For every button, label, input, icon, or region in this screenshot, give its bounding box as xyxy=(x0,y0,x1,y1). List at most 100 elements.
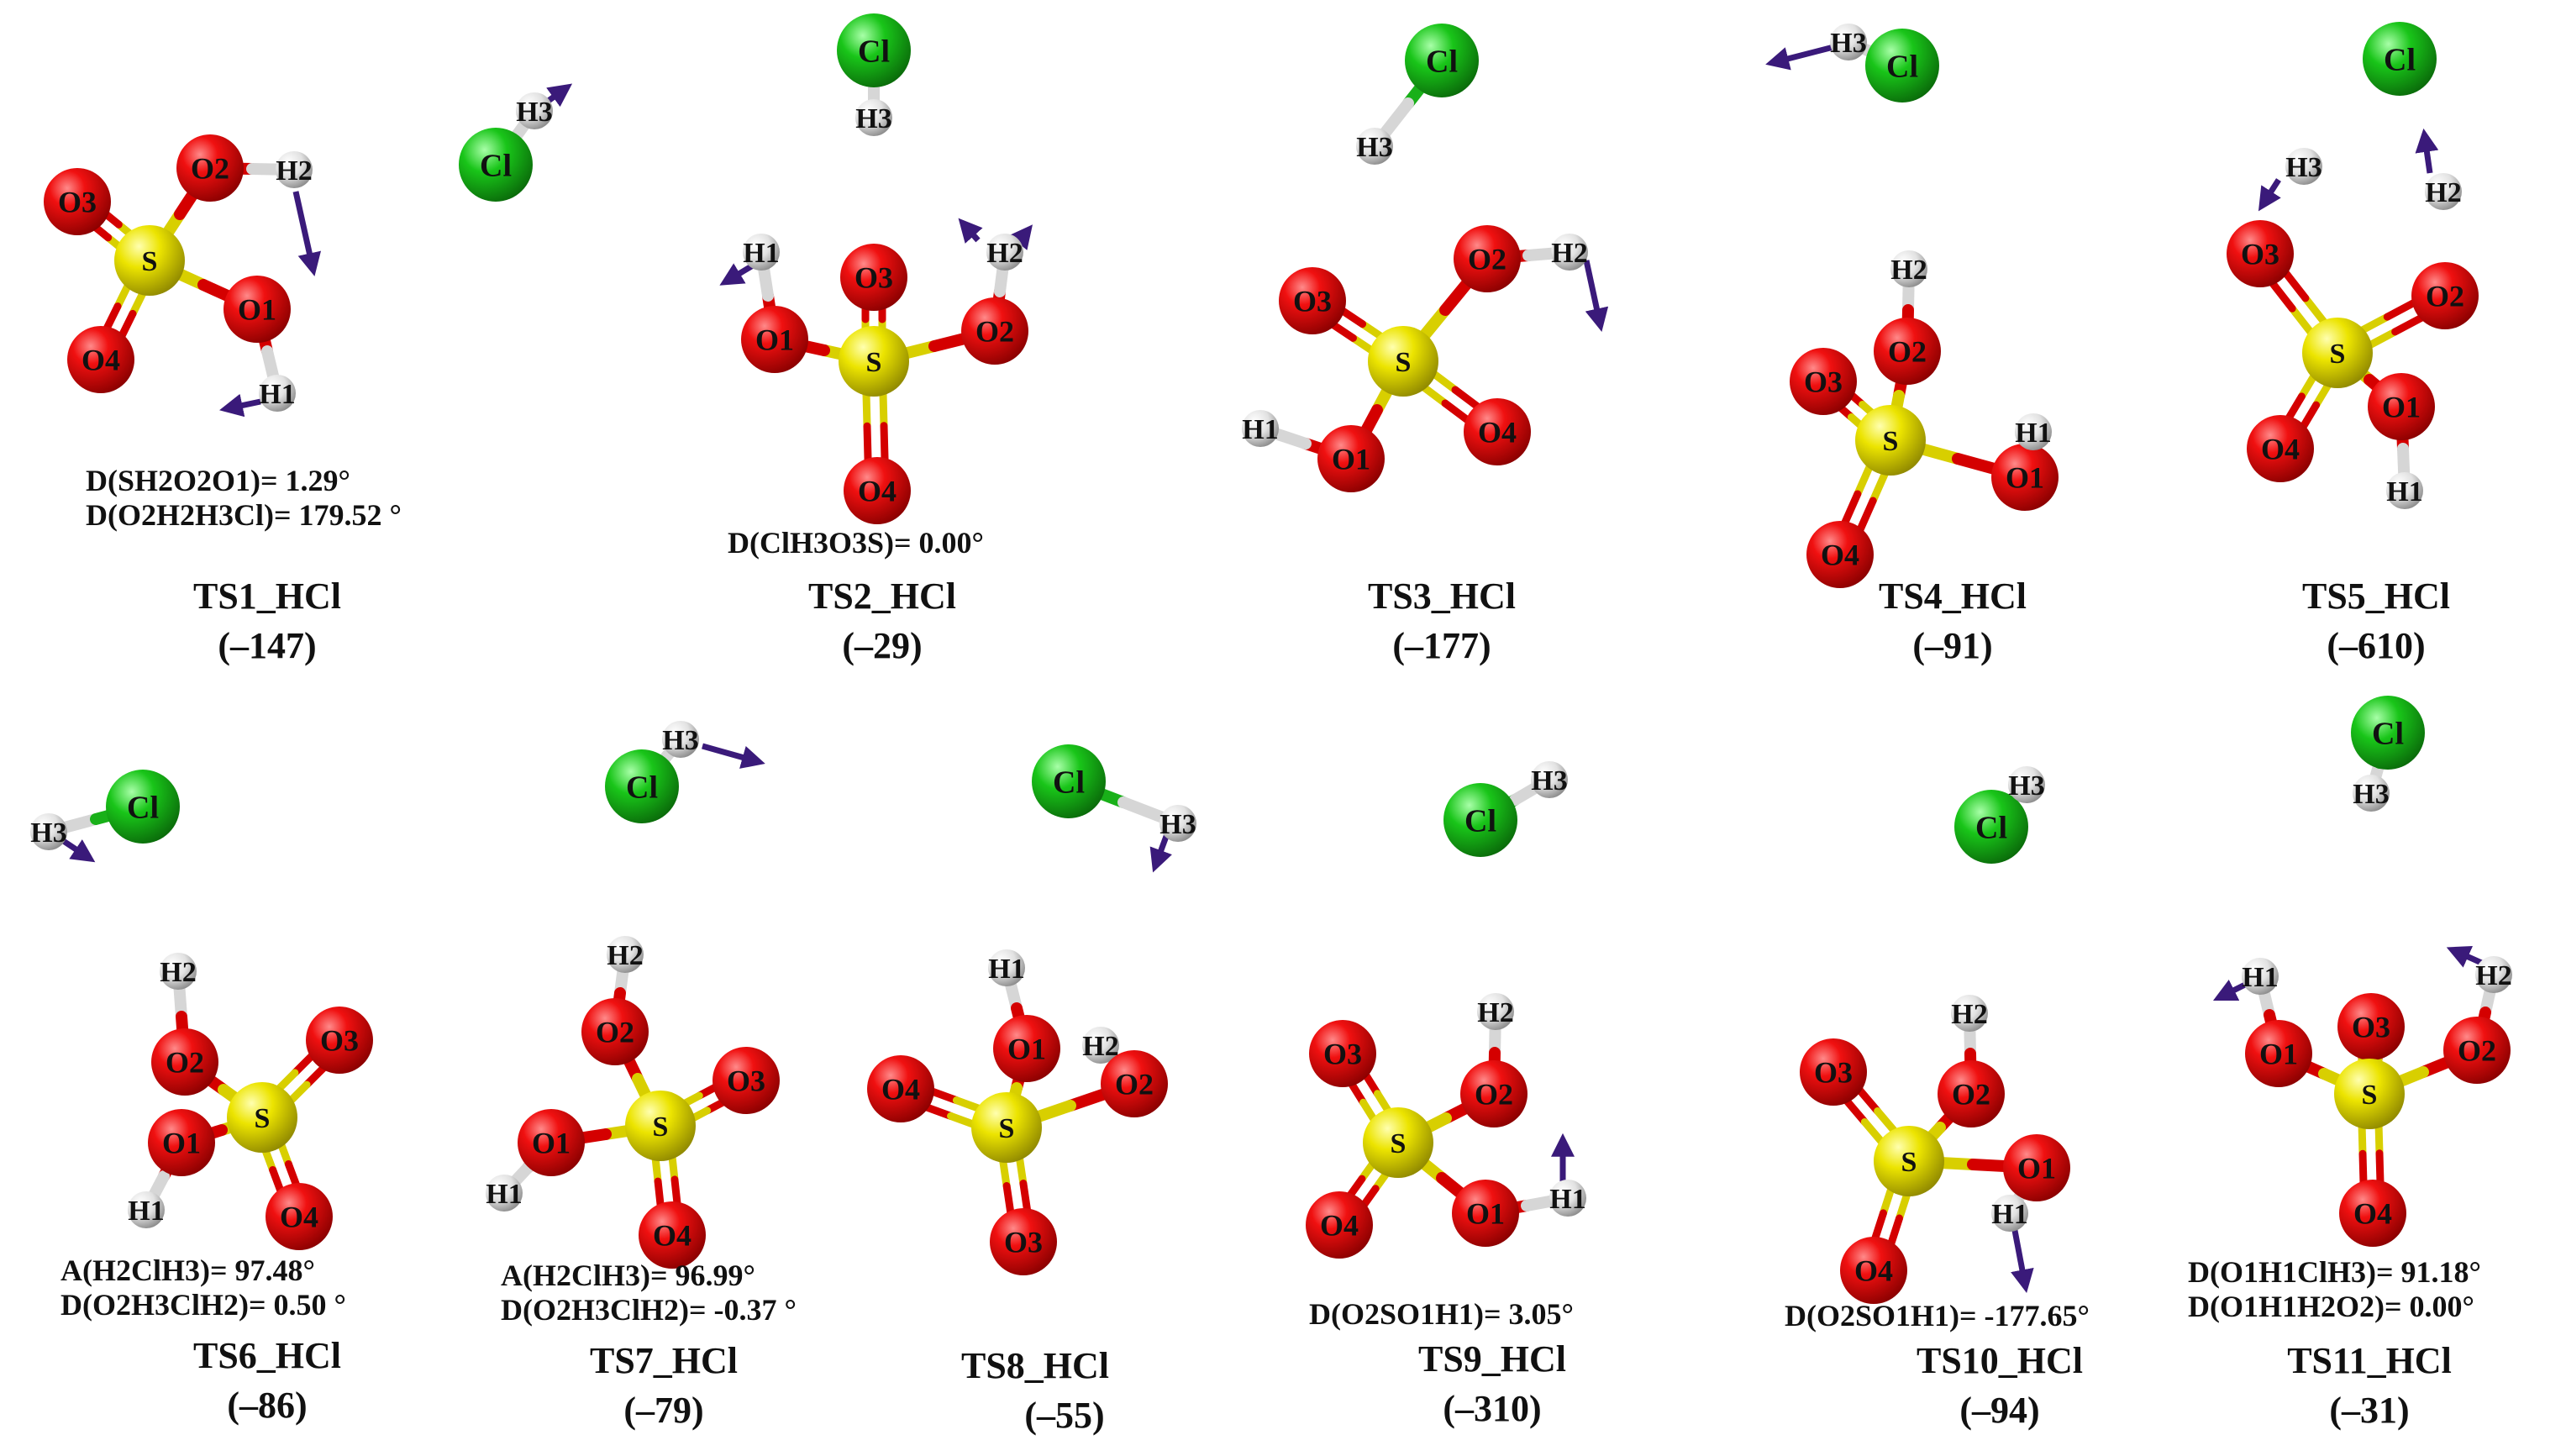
sphere-atom-icon xyxy=(986,234,1023,271)
sphere-atom-icon xyxy=(1830,24,1867,60)
ts11-atom-cl: Cl xyxy=(2351,696,2425,770)
ts3-atom-h3: H3 xyxy=(1356,128,1393,165)
sphere-atom-icon xyxy=(227,1082,297,1153)
atom-label: O2 xyxy=(1468,243,1506,276)
atom-label: O3 xyxy=(727,1064,765,1098)
sphere-atom-icon xyxy=(1938,1060,2005,1127)
sphere-atom-icon xyxy=(1790,348,1857,415)
atom-label: O1 xyxy=(1332,443,1370,476)
ts2-atom-h1: H1 xyxy=(743,234,780,271)
structure-name: TS2_HCl xyxy=(807,576,957,617)
sphere-atom-icon xyxy=(1082,1027,1119,1064)
ts9-atom-h1: H1 xyxy=(1549,1180,1586,1217)
ts2-atom-h2: H2 xyxy=(986,234,1023,271)
atom-label: Cl xyxy=(1464,803,1496,838)
atom-label: O4 xyxy=(1821,539,1859,572)
sphere-atom-icon xyxy=(1991,444,2059,511)
sphere-atom-icon xyxy=(607,936,644,973)
atom-label: H2 xyxy=(1551,238,1587,269)
annotation-line: A(H2ClH3)= 97.48° xyxy=(60,1254,315,1287)
ts11-atom-h2: H2 xyxy=(2475,956,2512,993)
ts6-atom-o1: O1 xyxy=(148,1109,215,1176)
ts8-atom-s: S xyxy=(971,1092,1042,1163)
ts1-title: TS1_HCl (–147) xyxy=(193,571,341,671)
structure-name: TS11_HCl xyxy=(2287,1340,2452,1381)
atom-label: H2 xyxy=(2475,960,2511,991)
atom-label: Cl xyxy=(858,34,890,69)
imaginary-frequency: (–177) xyxy=(1392,625,1491,667)
structure-name: TS3_HCl xyxy=(1367,576,1517,617)
ts3-atom-o3: O3 xyxy=(1279,267,1346,334)
ts4-atom-o1: O1 xyxy=(1991,444,2059,511)
annotation-line: D(O1H1H2O2)= 0.00° xyxy=(2188,1290,2474,1324)
atom-label: O4 xyxy=(2261,433,2300,466)
ts7-atom-s: S xyxy=(625,1091,696,1161)
sphere-atom-icon xyxy=(1865,29,1939,102)
atom-label: H1 xyxy=(486,1179,522,1210)
sphere-atom-icon xyxy=(459,128,533,202)
sphere-atom-icon xyxy=(1460,1060,1528,1127)
sphere-atom-icon xyxy=(1874,318,1941,385)
sphere-atom-icon xyxy=(128,1191,165,1228)
sphere-atom-icon xyxy=(1317,425,1385,492)
atom-label: H3 xyxy=(1531,765,1567,796)
atom-label: Cl xyxy=(1975,810,2007,845)
sphere-atom-icon xyxy=(151,1028,218,1096)
ts7-atom-h2: H2 xyxy=(607,936,644,973)
atom-label: O1 xyxy=(2382,391,2421,424)
annotation-line: D(O2H2H3Cl)= 179.52 ° xyxy=(86,498,402,533)
atom-label: O1 xyxy=(755,323,794,357)
ts4-atom-o2: O2 xyxy=(1874,318,1941,385)
imaginary-frequency: (–310) xyxy=(1443,1388,1542,1430)
atom-label: O3 xyxy=(1804,365,1843,399)
sphere-atom-icon xyxy=(639,1201,706,1269)
atom-label: O3 xyxy=(2241,238,2279,271)
imaginary-frequency: (–610) xyxy=(2327,625,2426,667)
sphere-atom-icon xyxy=(44,168,111,235)
atom-label: S xyxy=(866,347,882,378)
ts1-atom-h1: H1 xyxy=(259,375,296,412)
atom-label: S xyxy=(1901,1147,1917,1178)
ts10-atom-cl: Cl xyxy=(1954,790,2028,864)
sphere-atom-icon xyxy=(1840,1237,1907,1304)
atom-label: S xyxy=(2330,339,2346,370)
displacement-arrow-icon xyxy=(292,191,322,276)
annotation-line: D(SH2O2O1)= 1.29° xyxy=(86,464,350,497)
sphere-atom-icon xyxy=(276,151,313,188)
sphere-atom-icon xyxy=(712,1047,780,1114)
ts11-atom-h1: H1 xyxy=(2242,958,2279,995)
atom-label: O1 xyxy=(2017,1152,2056,1185)
atom-label: H3 xyxy=(2008,770,2044,802)
ts3-atom-cl: Cl xyxy=(1405,24,1479,97)
ts8-atom-h3: H3 xyxy=(1159,805,1196,842)
atom-label: H2 xyxy=(607,940,643,971)
ts6-atom-o3: O3 xyxy=(306,1007,373,1074)
sphere-atom-icon xyxy=(30,813,67,850)
structure-name: TS4_HCl xyxy=(1878,576,2027,617)
atom-label: O2 xyxy=(975,315,1014,349)
atom-label: H2 xyxy=(1951,999,1987,1030)
sphere-atom-icon xyxy=(1159,805,1196,842)
displacement-arrow-icon xyxy=(2010,1221,2034,1294)
atom-label: H2 xyxy=(2425,177,2461,208)
atom-label: H1 xyxy=(743,238,779,269)
atom-label: O4 xyxy=(858,475,897,508)
structure-name: TS9_HCl xyxy=(1417,1338,1567,1380)
sphere-atom-icon xyxy=(306,1007,373,1074)
annotation-line: D(ClH3O3S)= 0.00° xyxy=(728,526,984,560)
atom-label: Cl xyxy=(2372,716,2404,751)
ts10-annotations: D(O2SO1H1)= -177.65° xyxy=(1785,1299,2090,1333)
sphere-atom-icon xyxy=(988,949,1025,986)
ts9-atom-o4: O4 xyxy=(1306,1191,1373,1259)
sphere-atom-icon xyxy=(741,306,808,373)
atom-label: H2 xyxy=(986,238,1023,269)
sphere-atom-icon xyxy=(1855,405,1926,476)
sphere-atom-icon xyxy=(2302,318,2373,388)
imaginary-frequency: (–31) xyxy=(2329,1390,2410,1432)
atom-label: S xyxy=(1883,426,1899,457)
ts11-atom-o4: O4 xyxy=(2339,1180,2406,1247)
atom-label: Cl xyxy=(1886,49,1918,84)
sphere-atom-icon xyxy=(2247,415,2314,482)
ts6-atom-o4: O4 xyxy=(266,1183,333,1250)
displacement-arrow-icon xyxy=(1008,224,1033,250)
